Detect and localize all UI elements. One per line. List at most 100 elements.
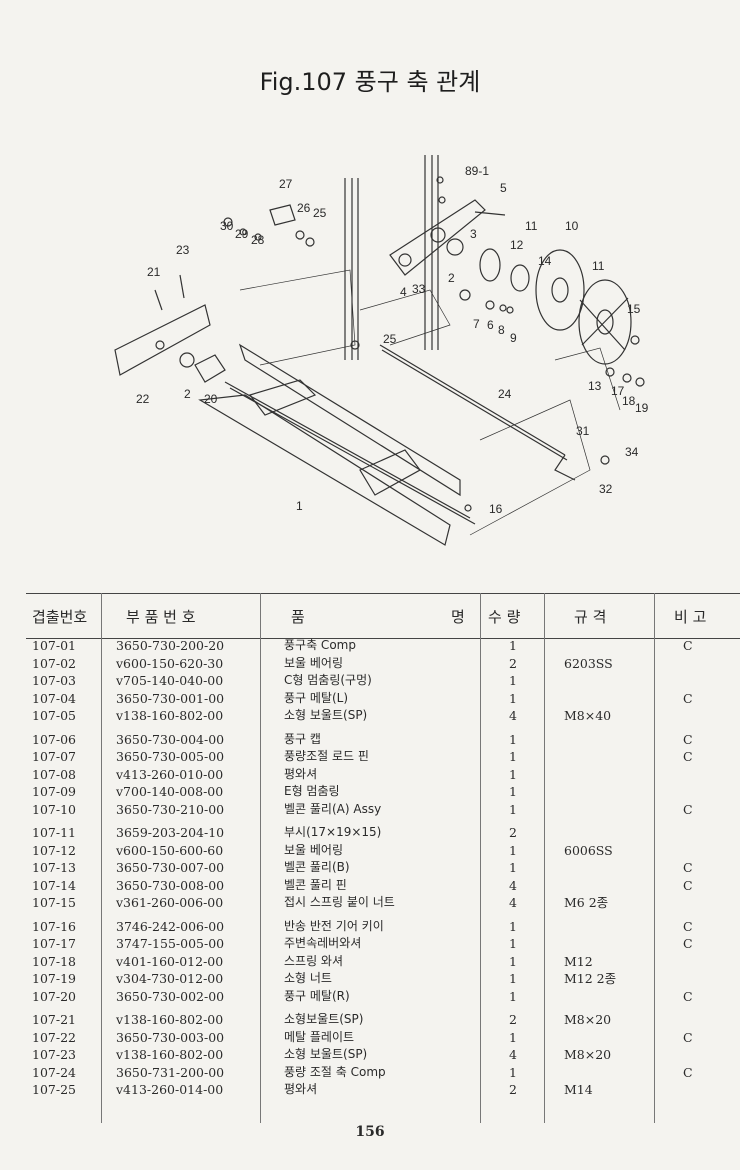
part-name: 평와셔 [284, 1082, 318, 1096]
part-quantity: 1 [509, 953, 517, 969]
part-quantity: 1 [509, 801, 517, 817]
part-index: 107-25 [32, 1082, 76, 1097]
part-quantity: 1 [509, 936, 517, 951]
callout-label: 6 [487, 318, 494, 332]
part-number: v361-260-006-00 [116, 895, 224, 910]
part-number: 3650-730-008-00 [116, 877, 225, 893]
part-quantity: 1 [509, 784, 517, 799]
part-index: 107-01 [32, 638, 76, 653]
part-index: 107-19 [32, 971, 76, 986]
header-note: 비 고 [674, 608, 707, 626]
callout-label: 11 [525, 219, 538, 233]
part-index: 107-20 [32, 988, 76, 1004]
callout-label: 7 [473, 317, 480, 331]
part-name: 보울 베어링 [284, 842, 344, 857]
callout-label: 9 [510, 331, 517, 345]
part-spec: M12 2종 [564, 971, 617, 986]
part-note: C [683, 690, 693, 706]
part-quantity: 4 [509, 1047, 517, 1062]
part-name: 부시(17×19×15) [284, 825, 382, 839]
part-note: C [683, 988, 693, 1004]
part-quantity: 1 [509, 766, 517, 782]
callout-label: 25 [313, 206, 327, 220]
column-divider [544, 593, 545, 1123]
callout-label: 19 [635, 401, 649, 415]
part-name: 풍구 캡 [284, 731, 321, 746]
part-index: 107-14 [32, 877, 76, 893]
part-index: 107-24 [32, 1064, 76, 1080]
part-quantity: 1 [509, 690, 517, 706]
callout-label: 5 [500, 181, 507, 195]
part-name: 풍구 메탈(L) [284, 690, 349, 705]
callout-label: 34 [625, 445, 639, 459]
part-quantity: 1 [509, 971, 517, 986]
callout-label: 28 [251, 233, 265, 247]
part-index: 107-17 [32, 936, 76, 951]
part-index: 107-08 [32, 766, 76, 782]
part-quantity: 1 [509, 731, 517, 747]
part-index: 107-06 [32, 731, 76, 747]
column-divider [101, 593, 102, 1123]
callout-label: 33 [412, 282, 426, 296]
part-quantity: 2 [509, 655, 517, 671]
header-name-right: 명 [451, 608, 465, 626]
part-name: 소형 보울트(SP) [284, 708, 368, 722]
callout-label: 16 [489, 502, 503, 516]
part-name: 반송 반전 기어 키이 [284, 918, 384, 933]
part-name: 벨콘 풀리(B) [284, 860, 350, 874]
part-index: 107-05 [32, 708, 76, 723]
part-index: 107-13 [32, 860, 76, 875]
part-name: C형 멈춤링(구멍) [284, 673, 372, 687]
header-number: 겹출번호 [32, 608, 88, 626]
callout-label: 11 [592, 259, 605, 273]
part-index: 107-09 [32, 784, 76, 799]
part-index: 107-21 [32, 1012, 76, 1027]
column-divider [260, 593, 261, 1123]
callout-label: 4 [400, 285, 407, 299]
callout-label: 26 [297, 201, 311, 215]
part-number: v138-160-802-00 [116, 1047, 224, 1062]
part-quantity: 2 [509, 1012, 517, 1027]
part-quantity: 1 [509, 673, 517, 688]
part-number: 3650-730-003-00 [116, 1029, 225, 1045]
part-note: C [683, 1029, 693, 1045]
part-spec: M8×20 [564, 1012, 612, 1027]
part-note: C [683, 749, 693, 764]
column-divider [654, 593, 655, 1123]
part-spec: M8×20 [564, 1047, 612, 1062]
header-part-number: 부 품 번 호 [126, 608, 196, 626]
part-name: 접시 스프링 붙이 너트 [284, 895, 395, 909]
callout-label: 14 [538, 254, 552, 268]
header-spec: 규 격 [574, 608, 607, 626]
part-number: 3650-730-002-00 [116, 988, 225, 1004]
callout-label: 20 [204, 392, 218, 406]
part-index: 107-23 [32, 1047, 76, 1062]
callout-label: 22 [136, 392, 150, 406]
part-quantity: 1 [509, 842, 517, 858]
part-number: 3746-242-006-00 [116, 918, 225, 934]
part-quantity: 1 [509, 1064, 517, 1080]
callout-label: 12 [510, 238, 524, 252]
callout-label: 15 [627, 302, 641, 316]
part-number: 3650-730-200-20 [116, 638, 225, 653]
part-number: v401-160-012-00 [116, 953, 224, 969]
part-spec: M6 2종 [564, 895, 609, 910]
